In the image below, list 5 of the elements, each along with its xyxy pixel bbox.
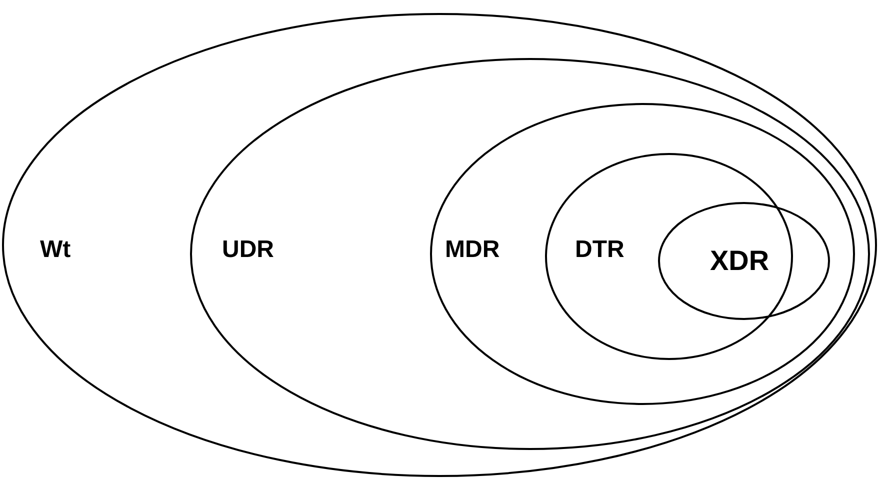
set-label: MDR — [445, 238, 500, 262]
set-label: Wt — [40, 238, 71, 262]
set-label: XDR — [710, 247, 770, 275]
set-label: UDR — [222, 238, 274, 262]
set-label: DTR — [575, 238, 624, 262]
